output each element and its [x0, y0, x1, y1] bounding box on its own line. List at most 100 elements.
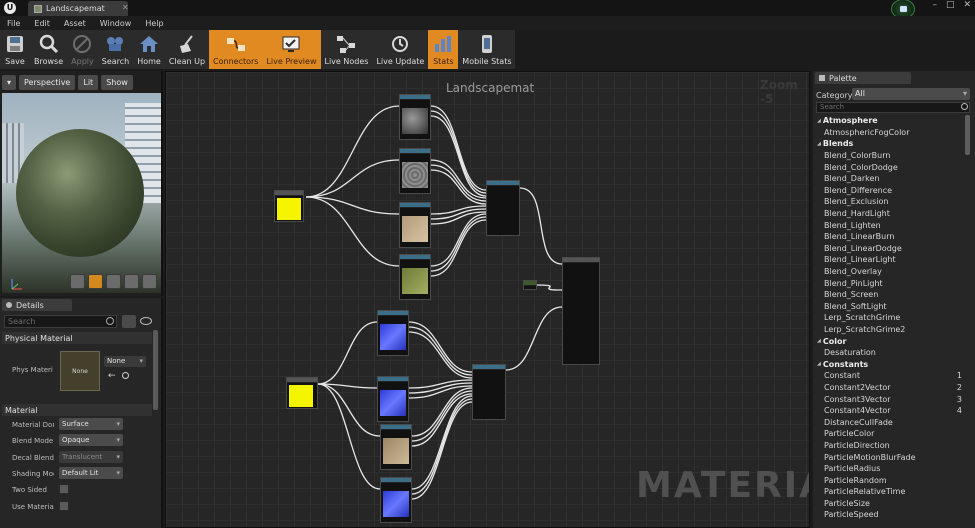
palette-item[interactable]: ParticleSpeed: [815, 509, 965, 521]
node-header[interactable]: [487, 181, 519, 186]
connectors-button[interactable]: Connectors: [209, 30, 263, 69]
layer-blend-node[interactable]: [486, 180, 520, 236]
palette-item[interactable]: Blend_ColorDodge: [815, 161, 965, 173]
palette-search-input[interactable]: Search: [816, 102, 970, 113]
cube-preview-icon[interactable]: [124, 274, 139, 289]
perspective-button[interactable]: Perspective: [19, 75, 76, 90]
view-options-eye-icon[interactable]: [140, 317, 152, 325]
node-header[interactable]: [378, 311, 408, 316]
palette-scrollbar[interactable]: [965, 115, 970, 155]
palette-item[interactable]: Blend_Difference: [815, 185, 965, 197]
property-matrix-icon[interactable]: [122, 315, 136, 328]
details-search-input[interactable]: Search: [4, 315, 117, 328]
palette-item[interactable]: Blend_SoftLight: [815, 301, 965, 313]
constant-node[interactable]: [523, 280, 537, 290]
palette-category[interactable]: Blends: [815, 138, 965, 150]
palette-item[interactable]: Blend_LinearBurn: [815, 231, 965, 243]
palette-item[interactable]: Blend_LinearLight: [815, 254, 965, 266]
node-header[interactable]: [400, 203, 430, 208]
menu-file[interactable]: File: [7, 18, 21, 28]
browse-button[interactable]: Browse: [30, 30, 67, 69]
search-button[interactable]: Search: [98, 30, 133, 69]
property-checkbox[interactable]: [59, 500, 69, 511]
use-selected-arrow-icon[interactable]: ←: [108, 371, 116, 381]
node-header[interactable]: [563, 258, 599, 263]
live-update-button[interactable]: Live Update: [372, 30, 428, 69]
live-nodes-button[interactable]: Live Nodes: [321, 30, 373, 69]
palette-item[interactable]: Desaturation: [815, 347, 965, 359]
mobile-stats-button[interactable]: Mobile Stats: [458, 30, 515, 69]
palette-item[interactable]: Blend_Darken: [815, 173, 965, 185]
home-button[interactable]: Home: [133, 30, 165, 69]
node-header[interactable]: [400, 255, 430, 260]
sphere-preview-icon[interactable]: [88, 274, 103, 289]
material-section[interactable]: Material: [2, 404, 152, 416]
browse-asset-icon[interactable]: [122, 372, 129, 379]
phys-material-thumbnail[interactable]: None: [60, 351, 100, 391]
stats-button[interactable]: Stats: [428, 30, 459, 69]
texture-sample-node[interactable]: [399, 202, 431, 248]
node-header[interactable]: [524, 281, 536, 286]
texture-sample-node[interactable]: [399, 254, 431, 300]
palette-item[interactable]: Blend_Exclusion: [815, 196, 965, 208]
details-tab[interactable]: Details: [2, 299, 72, 311]
texture-sample-node[interactable]: [399, 148, 431, 194]
palette-category[interactable]: Constants: [815, 358, 965, 370]
palette-item[interactable]: Blend_Screen: [815, 289, 965, 301]
texture-sample-node[interactable]: [377, 376, 409, 422]
property-dropdown[interactable]: Translucent: [59, 450, 123, 463]
palette-item[interactable]: Blend_ColorBurn: [815, 150, 965, 162]
material-graph[interactable]: Landscapemat Zoom -5 MATERIAL: [165, 71, 810, 528]
close-button[interactable]: ✕: [963, 0, 971, 10]
details-scrollbar[interactable]: [153, 330, 158, 410]
palette-item[interactable]: Blend_Lighten: [815, 219, 965, 231]
palette-item[interactable]: AtmosphericFogColor: [815, 127, 965, 139]
palette-category[interactable]: Color: [815, 335, 965, 347]
minimize-button[interactable]: –: [932, 0, 937, 10]
node-header[interactable]: [381, 425, 411, 430]
tab-close-icon[interactable]: ✕: [122, 3, 129, 12]
plane-preview-icon[interactable]: [106, 274, 121, 289]
landscape-coords-node[interactable]: [286, 377, 318, 409]
clean-up-button[interactable]: Clean Up: [165, 30, 209, 69]
node-header[interactable]: [378, 377, 408, 382]
property-dropdown[interactable]: Surface: [59, 418, 123, 430]
category-dropdown[interactable]: All: [852, 88, 970, 100]
texture-sample-node[interactable]: [377, 310, 409, 356]
texture-sample-node[interactable]: [380, 424, 412, 470]
menu-window[interactable]: Window: [99, 18, 132, 28]
texture-sample-node[interactable]: [380, 477, 412, 523]
viewport-options-button[interactable]: ▾: [2, 75, 17, 90]
palette-item[interactable]: Blend_Overlay: [815, 266, 965, 278]
apply-button[interactable]: Apply: [67, 30, 98, 69]
node-header[interactable]: [275, 191, 303, 196]
palette-item[interactable]: ParticleRadius: [815, 463, 965, 475]
palette-tab[interactable]: Palette: [815, 72, 911, 84]
menu-asset[interactable]: Asset: [63, 18, 86, 28]
property-checkbox[interactable]: [59, 484, 69, 495]
palette-category[interactable]: Atmosphere: [815, 115, 965, 127]
node-header[interactable]: [400, 149, 430, 154]
property-dropdown[interactable]: Default Lit: [59, 466, 123, 479]
cylinder-preview-icon[interactable]: [70, 274, 85, 289]
palette-item[interactable]: Blend_PinLight: [815, 277, 965, 289]
palette-item[interactable]: Lerp_ScratchGrime: [815, 312, 965, 324]
palette-item[interactable]: ParticleColor: [815, 428, 965, 440]
palette-item[interactable]: DistanceCullFade: [815, 416, 965, 428]
physical-material-section[interactable]: Physical Material: [2, 332, 152, 344]
palette-item[interactable]: ParticleSize: [815, 498, 965, 510]
palette-item[interactable]: Blend_LinearDodge: [815, 243, 965, 255]
node-header[interactable]: [287, 378, 317, 383]
node-header[interactable]: [400, 95, 430, 100]
texture-sample-node[interactable]: [399, 94, 431, 140]
show-button[interactable]: Show: [101, 75, 133, 90]
palette-item[interactable]: Blend_HardLight: [815, 208, 965, 220]
save-button[interactable]: Save: [0, 30, 30, 69]
palette-item[interactable]: Lerp_ScratchGrime2: [815, 324, 965, 336]
document-tab[interactable]: Landscapemat: [28, 1, 128, 16]
node-header[interactable]: [473, 365, 505, 370]
